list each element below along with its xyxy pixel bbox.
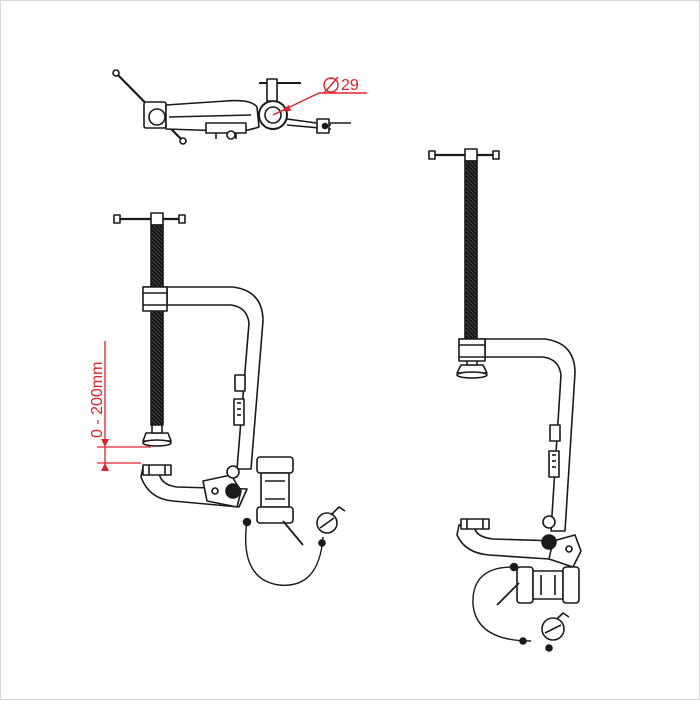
top-view-clamp	[112, 69, 351, 145]
diameter-dimension: 29	[272, 76, 367, 116]
opening-range-dimension	[97, 341, 151, 471]
opening-range-label: 0 - 200mm	[89, 362, 106, 438]
diameter-label: 29	[341, 77, 359, 94]
side-view-clamp-left	[113, 212, 346, 586]
diameter-icon	[323, 76, 339, 94]
side-view-clamp-right	[428, 148, 582, 652]
